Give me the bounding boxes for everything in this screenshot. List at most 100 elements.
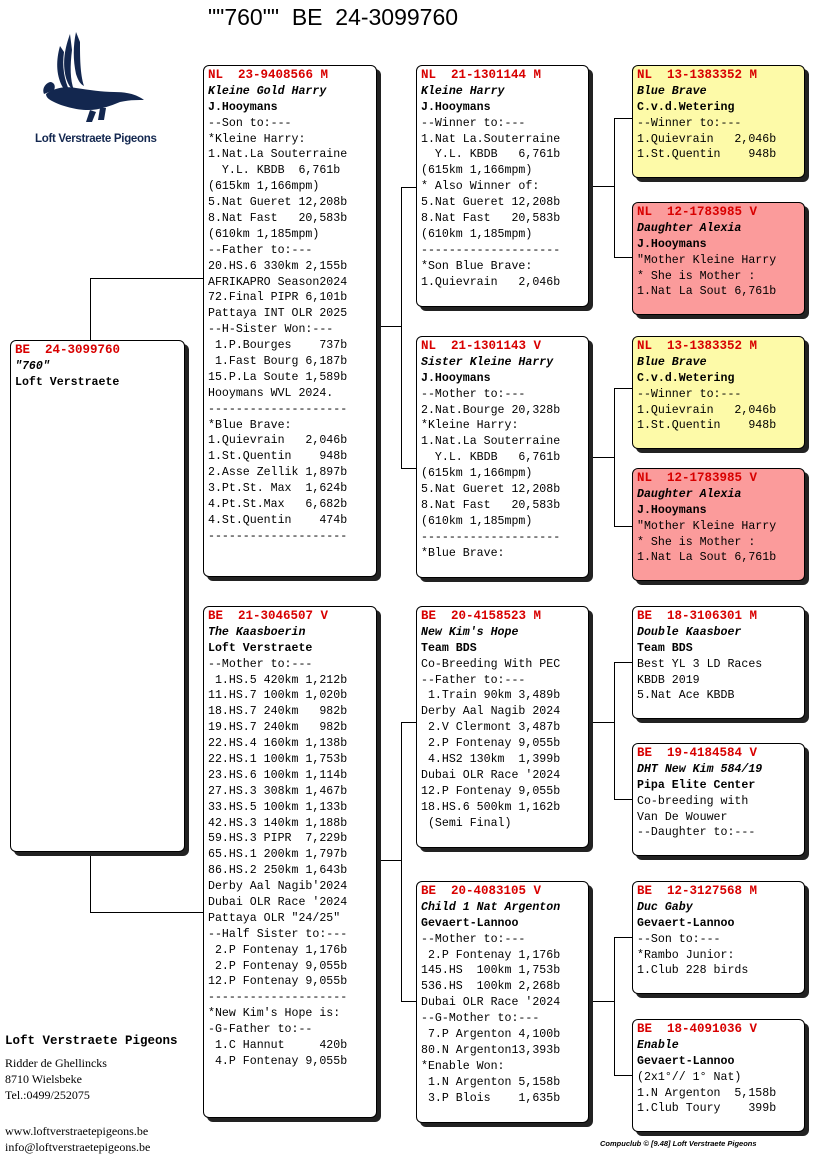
info-line: 1.HS.5 420km 1,212b <box>208 673 348 687</box>
info-line: 1.Nat La Sout 6,761b <box>637 285 777 299</box>
info-line: 4.St.Quentin 474b <box>208 513 348 527</box>
info-line: 7.P Argenton 4,100b <box>421 1028 561 1042</box>
info-line: 1.Nat.La Souterraine <box>421 435 561 449</box>
info-line: --H-Sister Won:--- <box>208 323 334 337</box>
info-line: -------------------- <box>421 530 561 544</box>
owner-name: Gevaert-Lannoo <box>421 916 519 930</box>
info-line: 1.P.Bourges 737b <box>208 339 348 353</box>
pigeon-name: Kleine Gold Harry <box>208 84 327 98</box>
info-line: 8.Nat Fast 20,583b <box>208 212 348 226</box>
owner-name: Gevaert-Lannoo <box>637 1054 735 1068</box>
info-line: 86.HS.2 250km 1,643b <box>208 864 348 878</box>
info-line: --Daughter to:--- <box>637 826 756 840</box>
info-line: 65.HS.1 200km 1,797b <box>208 848 348 862</box>
info-line: 5.Nat Gueret 12,208b <box>208 196 348 210</box>
info-line: 1.Quievrain 2,046b <box>637 132 777 146</box>
owner-name: Loft Verstraete <box>15 375 120 389</box>
info-line: (610km 1,185mpm) <box>421 227 533 241</box>
info-line: --G-Mother to:--- <box>421 1012 540 1026</box>
software-credit: Compuclub © [9.48] Loft Verstraete Pigeo… <box>600 1139 757 1148</box>
info-line: Y.L. KBDB 6,761b <box>421 148 561 162</box>
pigeon-name: Blue Brave <box>637 355 707 369</box>
ring-number: NL 23-9408566 M <box>208 68 329 82</box>
info-line: 15.P.La Soute 1,589b <box>208 370 348 384</box>
info-line: 11.HS.7 100km 1,020b <box>208 689 348 703</box>
owner-name: Gevaert-Lannoo <box>637 916 735 930</box>
owner-name: J.Hooymans <box>208 100 278 114</box>
info-line: 22.HS.1 100km 1,753b <box>208 753 348 767</box>
email-link[interactable]: info@loftverstraetepigeons.be <box>5 1140 151 1154</box>
ring-number: BE 18-4091036 V <box>637 1022 758 1036</box>
info-line: Best YL 3 LD Races <box>637 657 763 671</box>
logo-text: Loft Verstraete Pigeons <box>35 133 157 145</box>
ring-number: NL 12-1783985 V <box>637 205 758 219</box>
pigeon-logo-icon <box>43 32 144 122</box>
info-line: 1.Club 228 birds <box>637 964 749 978</box>
info-line: 33.HS.5 100km 1,133b <box>208 800 348 814</box>
info-line: Y.L. KBDB 6,761b <box>208 164 341 178</box>
info-line: Derby Aal Nagib'2024 <box>208 880 348 894</box>
pigeon-name: Sister Kleine Harry <box>421 355 554 369</box>
pedigree-card-subject: BE 24-3099760"760"Loft Verstraete <box>10 340 185 852</box>
ring-number: NL 13-1383352 M <box>637 339 758 353</box>
website-link[interactable]: www.loftverstraetepigeons.be <box>5 1124 149 1138</box>
info-line: -------------------- <box>208 991 348 1005</box>
owner-name: J.Hooymans <box>421 100 491 114</box>
info-line: (615km 1,166mpm) <box>421 164 533 178</box>
info-line: *Son Blue Brave: <box>421 259 533 273</box>
info-line: Derby Aal Nagib 2024 <box>421 705 561 719</box>
pigeon-name: The Kaasboerin <box>208 625 306 639</box>
info-line: 8.Nat Fast 20,583b <box>421 498 561 512</box>
info-line: (615km 1,166mpm) <box>421 467 533 481</box>
owner-name: J.Hooymans <box>637 237 707 251</box>
info-line: 4.HS2 130km 1,399b <box>421 753 561 767</box>
info-line: *Blue Brave: <box>208 418 292 432</box>
info-line: 23.HS.6 100km 1,114b <box>208 768 348 782</box>
info-line: 18.HS.6 500km 1,162b <box>421 800 561 814</box>
info-line: 2.P Fontenay 9,055b <box>208 959 348 973</box>
info-line: Dubai OLR Race '2024 <box>421 996 561 1010</box>
pigeon-name: Enable <box>637 1038 679 1052</box>
info-line: *New Kim's Hope is: <box>208 1007 341 1021</box>
owner-name: Pipa Elite Center <box>637 778 756 792</box>
owner-name: Team BDS <box>637 641 693 655</box>
contact-city: 8710 Wielsbeke <box>5 1072 82 1086</box>
page-title: ""760"" BE 24-3099760 <box>208 4 459 30</box>
ring-number: BE 18-3106301 M <box>637 609 758 623</box>
info-line: 5.Nat Gueret 12,208b <box>421 483 561 497</box>
info-line: 1.St.Quentin 948b <box>637 148 777 162</box>
info-line: (2x1°// 1° Nat) <box>637 1070 742 1084</box>
info-line: 72.Final PIPR 6,101b <box>208 291 348 305</box>
info-line: * She is Mother : <box>637 535 756 549</box>
pigeon-name: DHT New Kim 584/19 <box>637 762 763 776</box>
info-line: 1.St.Quentin 948b <box>637 419 777 433</box>
ring-number: NL 12-1783985 V <box>637 471 758 485</box>
info-line: 145.HS 100km 1,753b <box>421 964 561 978</box>
info-line: 2.P Fontenay 1,176b <box>421 948 561 962</box>
info-line: 1.Quievrain 2,046b <box>637 403 777 417</box>
ring-number: BE 20-4158523 M <box>421 609 542 623</box>
info-line: --Mother to:--- <box>208 657 313 671</box>
info-line: *Kleine Harry: <box>421 419 519 433</box>
info-line: --Mother to:--- <box>421 932 526 946</box>
info-line: (615km 1,166mpm) <box>208 180 320 194</box>
ring-number: BE 24-3099760 <box>15 343 121 357</box>
info-line: 1.C Hannut 420b <box>208 1039 348 1053</box>
info-line: 1.N Argenton 5,158b <box>637 1086 777 1100</box>
info-line: 18.HS.7 240km 982b <box>208 705 348 719</box>
info-line: 2.P Fontenay 1,176b <box>208 943 348 957</box>
owner-name: C.v.d.Wetering <box>637 100 735 114</box>
info-line: 2.P Fontenay 9,055b <box>421 737 561 751</box>
info-line: 4.Pt.St.Max 6,682b <box>208 498 348 512</box>
info-line: 4.P Fontenay 9,055b <box>208 1054 348 1068</box>
info-line: Y.L. KBDB 6,761b <box>421 451 561 465</box>
info-line: 59.HS.3 PIPR 7,229b <box>208 832 348 846</box>
info-line: 19.HS.7 240km 982b <box>208 721 348 735</box>
info-line: *Enable Won: <box>421 1059 505 1073</box>
